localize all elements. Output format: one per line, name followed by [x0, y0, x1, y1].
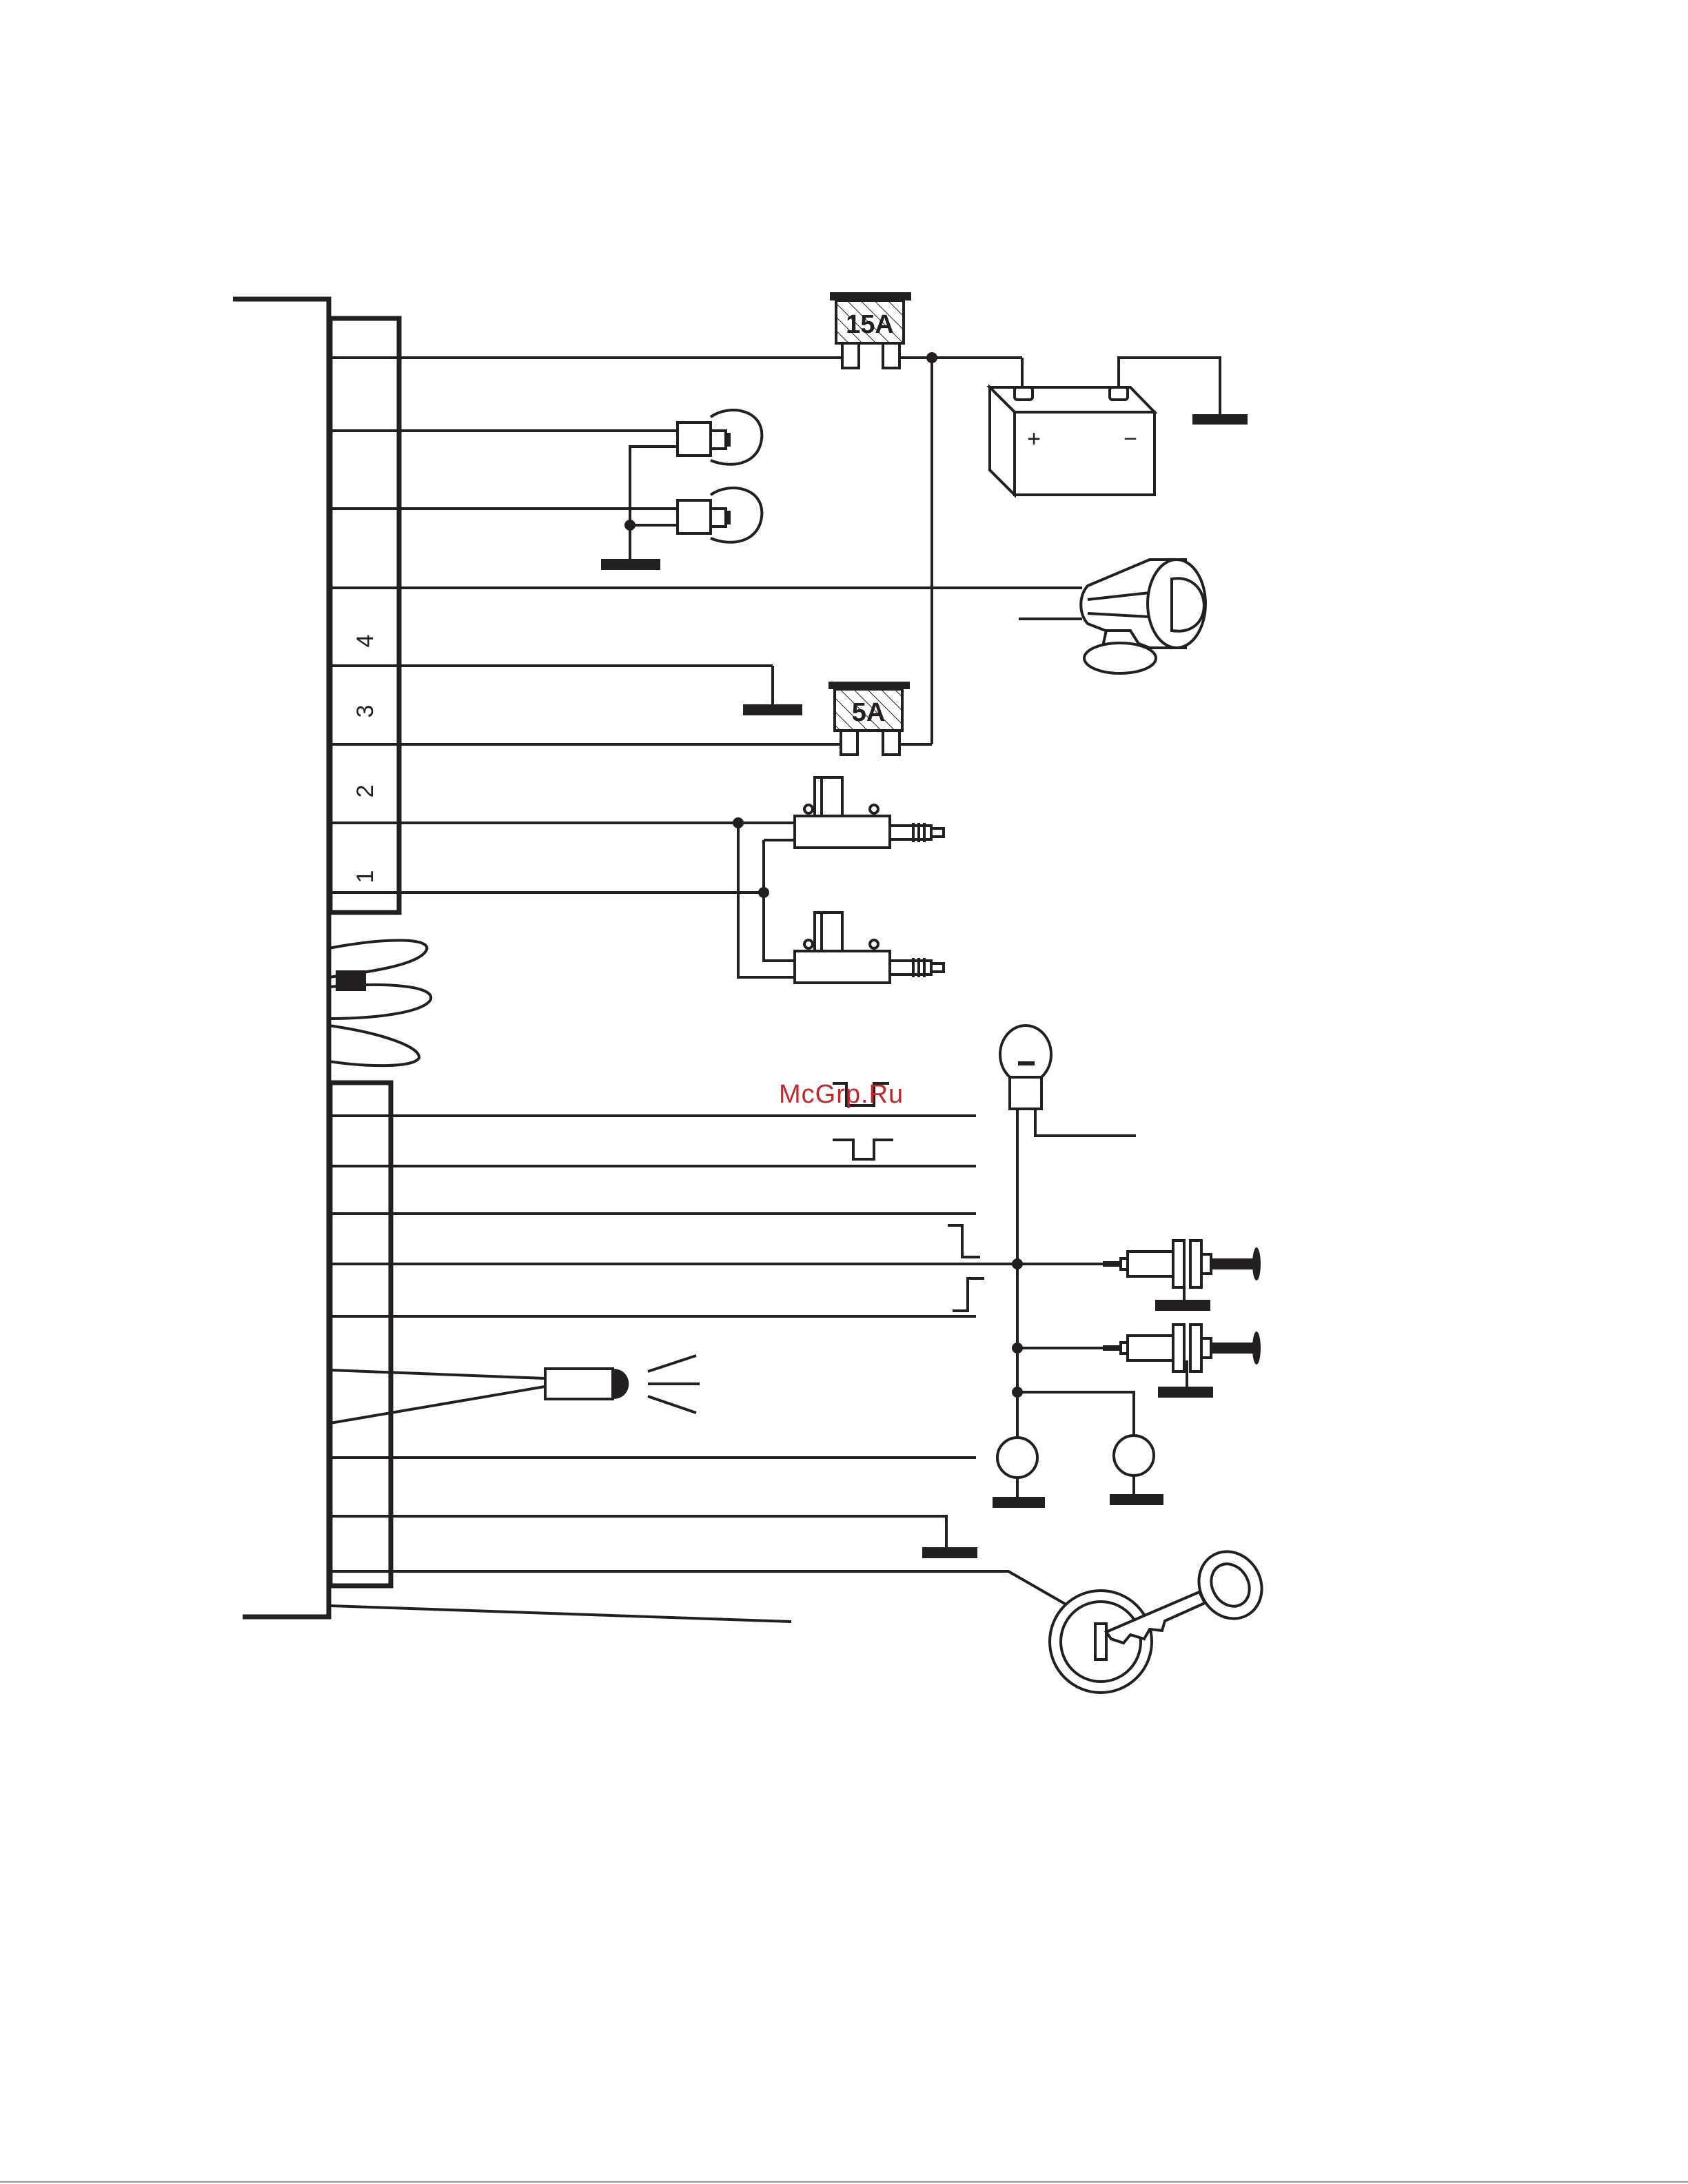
door-switch-icon	[1017, 1241, 1261, 1311]
pin-label-3: 3	[352, 705, 378, 718]
ground-icon	[1155, 1300, 1210, 1311]
watermark-text: McGrp.Ru	[779, 1080, 904, 1109]
pulse-symbols	[833, 1083, 984, 1311]
ground-icon	[1110, 1494, 1163, 1505]
door-lock-actuator-icon	[795, 912, 944, 983]
parking-lights	[601, 410, 762, 570]
ground-icon	[922, 1547, 977, 1558]
led-icon	[545, 1356, 700, 1413]
secondary-connector	[330, 1083, 391, 1586]
main-fuse: 15A	[830, 292, 1022, 368]
door-lock-actuator-icon	[795, 777, 944, 848]
ground-icon	[743, 704, 802, 715]
ground-icon	[993, 1497, 1045, 1508]
pin-label-2: 2	[352, 785, 378, 798]
control-unit	[233, 299, 399, 1617]
main-fuse-label: 15A	[846, 310, 894, 339]
switch-bus	[1012, 1109, 1134, 1440]
ground-icon	[1192, 414, 1248, 425]
ground-icon	[1158, 1387, 1213, 1398]
siren-icon	[1019, 560, 1206, 673]
pin-label-1: 1	[352, 870, 378, 884]
pin-switches	[993, 1436, 1163, 1508]
ground-icon	[601, 559, 660, 570]
aux-fuse-label: 5A	[852, 698, 886, 727]
lamp-icon	[1000, 1025, 1136, 1136]
battery-plus-label: +	[1027, 426, 1041, 452]
door-lock-actuators	[733, 777, 944, 983]
pin-label-4: 4	[352, 635, 378, 648]
antenna-icon	[329, 940, 431, 1065]
connector-pin-labels: 4 3 2 1	[352, 635, 378, 884]
lamp-icon	[678, 488, 762, 542]
secondary-connector-wires	[330, 1116, 1068, 1622]
ignition-key-icon	[1050, 1540, 1274, 1693]
aux-fuse: 5A	[828, 682, 910, 755]
hood-switch-icon	[1103, 1325, 1261, 1398]
lamp-icon	[678, 410, 762, 465]
battery-minus-label: −	[1123, 426, 1137, 452]
battery-icon: + −	[990, 358, 1248, 495]
